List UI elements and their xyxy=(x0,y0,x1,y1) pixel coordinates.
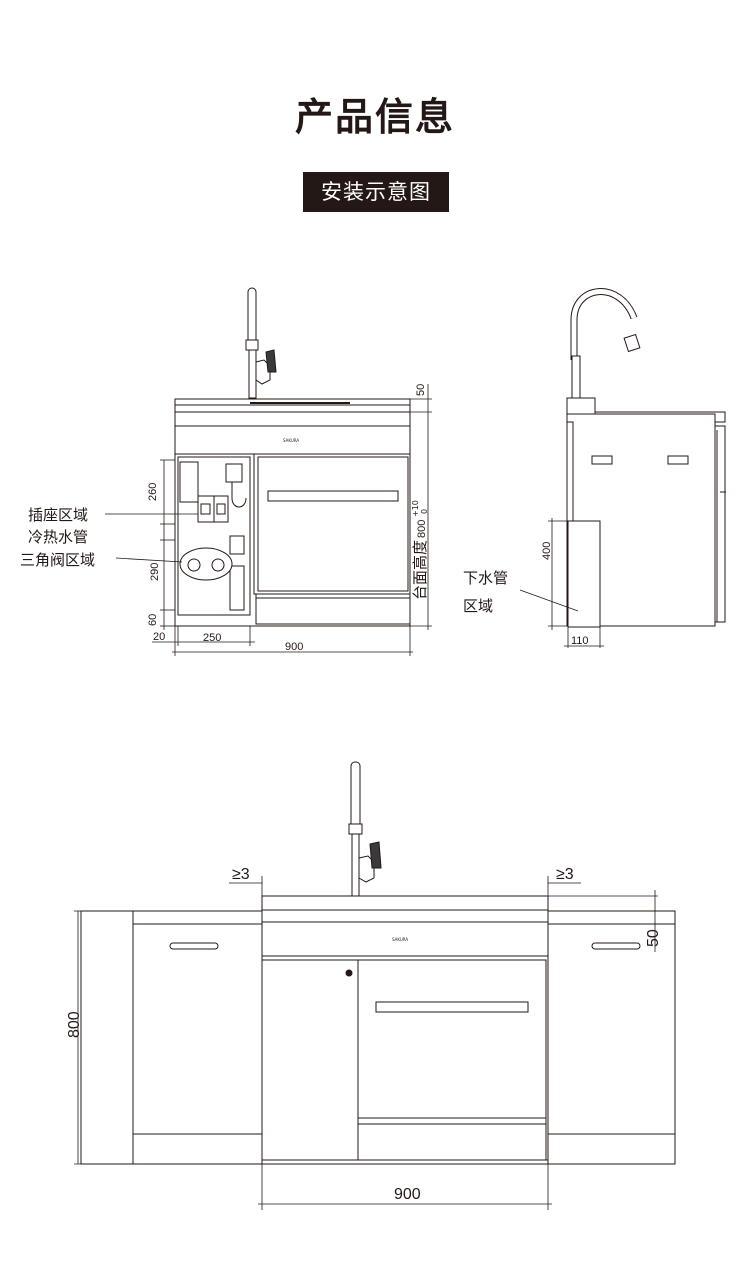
side-dimensions xyxy=(519,518,604,648)
counter-height-label: 台面高度 xyxy=(411,540,429,600)
callout-valve-area: 三角阀区域 xyxy=(20,551,95,569)
dim-gap-left: ≥3 xyxy=(232,866,250,883)
page-title: 产品信息 xyxy=(294,95,455,139)
dim-kick-height: 60 xyxy=(147,614,159,626)
faucet-side xyxy=(570,288,641,399)
dim-top-thickness: 50 xyxy=(415,384,427,396)
tolerance-upper: +10 xyxy=(411,500,420,517)
dim-total-width: 900 xyxy=(285,641,303,653)
counter-height-value: 800 xyxy=(416,520,428,538)
brand-mark-install: SAKURA xyxy=(392,937,408,942)
dim-side-offset: 20 xyxy=(153,631,165,643)
install-view: SAKURA xyxy=(80,761,676,1165)
dim-width-install: 900 xyxy=(394,1186,421,1203)
install-dimensions xyxy=(74,876,658,1210)
faucet-front xyxy=(245,287,277,399)
dim-socket-height: 260 xyxy=(147,483,159,501)
dim-height-install: 800 xyxy=(66,1011,83,1038)
faucet-install xyxy=(348,761,382,897)
dim-cabinet-width: 250 xyxy=(203,632,221,644)
dim-drain-width: 110 xyxy=(571,635,589,647)
front-view: SAKURA xyxy=(174,287,411,627)
callout-drain-pipe: 下水管 xyxy=(463,569,508,587)
brand-mark-front: SAKURA xyxy=(283,438,299,443)
dim-valve-height: 290 xyxy=(149,563,161,581)
counter-height-label-group: 台面高度 800 +10 0 xyxy=(411,500,429,600)
dim-gap-right: ≥3 xyxy=(556,866,574,883)
callout-drain-area: 区域 xyxy=(463,597,493,615)
side-view xyxy=(566,288,726,628)
dim-drain-height: 400 xyxy=(541,542,553,560)
tolerance-lower: 0 xyxy=(420,509,429,514)
front-dimensions xyxy=(105,384,432,656)
section-badge: 安装示意图 xyxy=(303,172,449,212)
callout-water-pipes: 冷热水管 xyxy=(28,528,88,546)
callout-socket-area: 插座区域 xyxy=(28,506,88,524)
dim-top-thickness-install: 50 xyxy=(645,929,662,947)
